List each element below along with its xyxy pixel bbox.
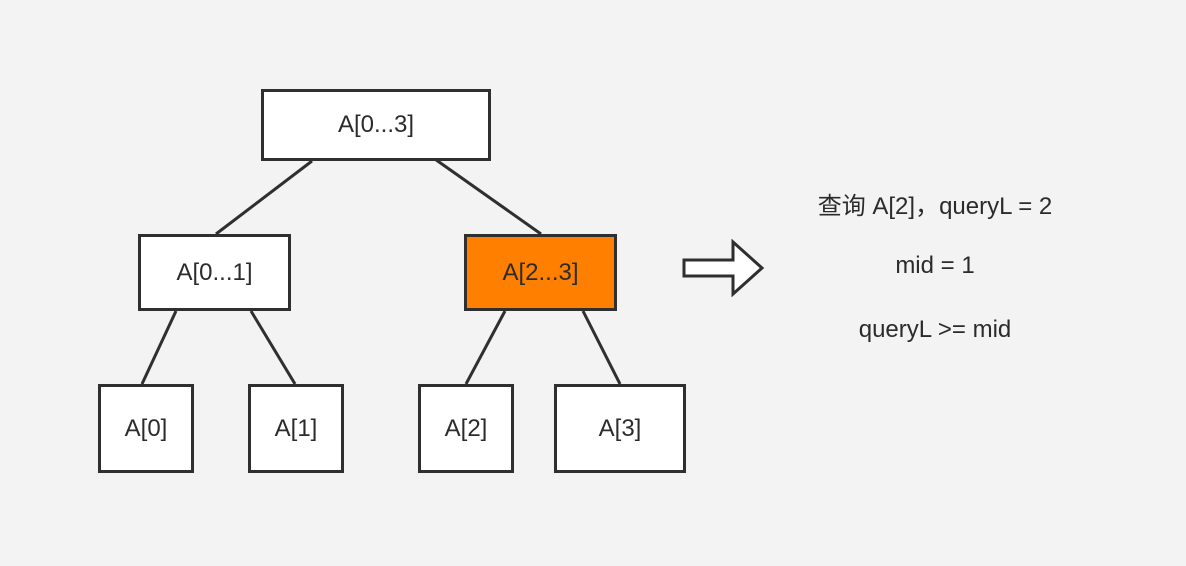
edge-root-left [215,159,313,236]
note-mid-value: mid = 1 [895,252,975,279]
leaf-node-2-label: A[2] [444,414,488,442]
note-comparison: queryL >= mid [858,316,1012,343]
node-left-label: A[0...1] [176,258,253,286]
leaf-node-3: A[3] [554,384,686,473]
edge-left-a0 [140,310,178,385]
leaf-node-1: A[1] [248,384,344,473]
right-arrow-outline-icon [682,238,765,298]
leaf-node-0-label: A[0] [124,414,168,442]
node-root-label: A[0...3] [337,111,415,138]
note-query-target: 查询 A[2]，queryL = 2 [817,193,1053,220]
leaf-node-3-label: A[3] [598,414,642,442]
edge-left-a1 [249,310,297,385]
leaf-node-2: A[2] [418,384,514,473]
edge-root-right [431,155,542,236]
edge-right-a2 [464,310,507,385]
node-right-label: A[2...3] [502,258,579,286]
node-root: A[0...3] [261,89,491,161]
node-right-highlighted: A[2...3] [464,234,617,311]
edge-right-a3 [581,310,622,385]
node-left: A[0...1] [138,234,291,311]
leaf-node-1-label: A[1] [274,414,318,442]
leaf-node-0: A[0] [98,384,194,473]
